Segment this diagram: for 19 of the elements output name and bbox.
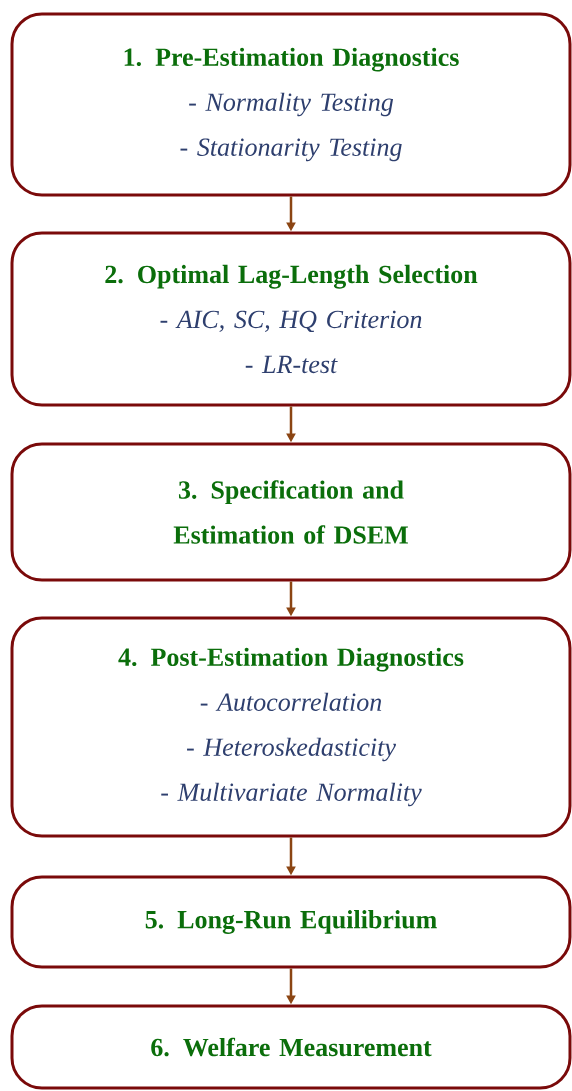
step-box — [10, 442, 572, 582]
step-title: 3. Specification and Estimation of DSEM — [173, 480, 408, 544]
list-item: - Stationarity Testing — [180, 138, 402, 162]
step-title: 1. Pre-Estimation Diagnostics — [124, 47, 459, 72]
step-title: 5. Long-Run Equilibrium — [145, 910, 437, 934]
step-title: 2. Optimal Lag-Length Selection — [105, 264, 478, 289]
step-title: 4. Post-Estimation Diagnostics — [118, 647, 464, 672]
step-box — [10, 231, 572, 407]
step-box — [10, 616, 572, 838]
list-item: - LR-test — [245, 355, 338, 374]
step-title: 6. Welfare Measurement — [151, 1037, 432, 1057]
step-box — [10, 12, 572, 197]
step-box — [10, 1004, 572, 1090]
list-item: - Heteroskedasticity — [187, 737, 396, 762]
list-item: - AIC, SC, HQ Criterion — [160, 310, 422, 333]
list-item: - Autocorrelation — [200, 692, 382, 711]
list-item: - Multivariate Normality — [161, 782, 422, 807]
list-item: - Normality Testing — [189, 92, 394, 117]
step-box — [10, 875, 572, 969]
